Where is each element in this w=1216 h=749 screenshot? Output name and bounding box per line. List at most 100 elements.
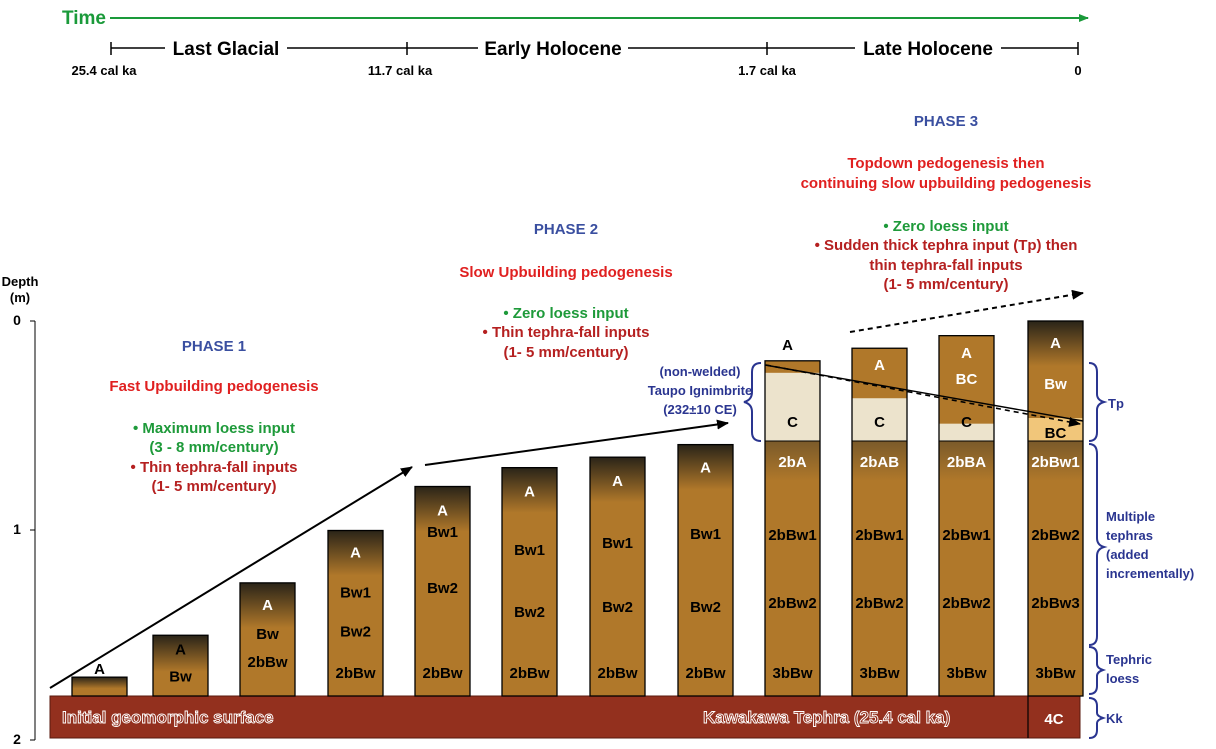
- horizon-label: Bw2: [340, 624, 371, 641]
- horizon-label: 2bBw2: [942, 595, 990, 612]
- horizon-label: A: [94, 661, 105, 678]
- tick-1-7: 1.7 cal ka: [738, 63, 797, 78]
- column-a-horizon-shade: [502, 467, 557, 513]
- tp-bracket: [1088, 362, 1108, 442]
- horizon-label: 2bBw1: [942, 527, 990, 544]
- kawakawa-label: Kawakawa Tephra (25.4 cal ka): [703, 708, 950, 727]
- horizon-label: Bw2: [514, 604, 545, 621]
- soil-column-1: A: [71, 661, 128, 697]
- a-horizon-shade: [1028, 321, 1083, 366]
- svg-text:Taupo Ignimbrite: Taupo Ignimbrite: [648, 383, 752, 398]
- phase3-arrow: [849, 289, 1084, 333]
- phase3-subtitle-1: Topdown pedogenesis then: [847, 155, 1044, 172]
- phase2-bullet-3: (1- 5 mm/century): [503, 344, 628, 361]
- horizon-label: 2bBw: [422, 665, 462, 682]
- tick-0: 0: [1074, 63, 1081, 78]
- horizon-label: 3bBw: [859, 665, 899, 682]
- horizon-label: 2bBw2: [855, 595, 903, 612]
- phase3-bullet-2: • Sudden thick tephra input (Tp) then: [815, 237, 1078, 254]
- column-outline: [152, 634, 209, 697]
- kk-bracket: [1088, 697, 1107, 739]
- a-bc-horizon: [939, 335, 994, 424]
- horizon-label: 2bBw: [247, 654, 287, 671]
- buried-a-shade: [1028, 441, 1083, 481]
- horizon-label: A: [961, 345, 972, 362]
- column-outline: [1027, 320, 1084, 697]
- phase3-bullet-1: • Zero loess input: [883, 218, 1008, 235]
- horizon-label: Bw: [169, 668, 192, 685]
- buried-a-shade: [765, 441, 820, 481]
- taupo-bracket: [743, 362, 762, 442]
- svg-text:tephras: tephras: [1106, 528, 1153, 543]
- horizon-label: Bw2: [690, 599, 721, 616]
- horizon-label: BC: [1045, 425, 1067, 442]
- horizon-label: C: [961, 414, 972, 431]
- a-horizon: [852, 348, 907, 399]
- a-horizon: [765, 360, 820, 373]
- horizon-label: 2bBw: [597, 665, 637, 682]
- horizon-label: C: [874, 414, 885, 431]
- soil-column-2: A Bw: [152, 634, 209, 697]
- column-a-horizon-shade: [328, 530, 383, 576]
- phase3-bullet-4: (1- 5 mm/century): [883, 276, 1008, 293]
- phase1-bullet-1: • Maximum loess input: [133, 420, 295, 437]
- depth-axis: Depth (m) 0 1 2: [2, 274, 39, 747]
- buried-soil: [1028, 441, 1083, 696]
- tephric-bracket: [1088, 646, 1107, 695]
- tp-diagonal-line: [764, 364, 1084, 422]
- buried-soil: [852, 441, 907, 696]
- phase1-bullet-4: (1- 5 mm/century): [151, 478, 276, 495]
- horizon-label: Bw: [256, 626, 279, 643]
- column-outline: [501, 466, 558, 697]
- horizon-label: A: [700, 460, 711, 477]
- kk-label: Kk: [1106, 711, 1123, 726]
- horizon-label: 2bBw: [509, 665, 549, 682]
- column-a-horizon-shade: [153, 635, 208, 672]
- phase2-bullet-2: • Thin tephra-fall inputs: [483, 324, 650, 341]
- horizon-label: A: [874, 357, 885, 374]
- horizon-label: Bw1: [690, 526, 721, 543]
- buried-a-shade: [939, 441, 994, 481]
- horizon-label: 3bBw: [772, 665, 812, 682]
- phase3-subtitle-2: continuing slow upbuilding pedogenesis: [801, 175, 1092, 192]
- phase2-title: PHASE 2: [534, 221, 598, 238]
- horizon-label: 2bBw1: [1031, 454, 1079, 471]
- soil-columns: AABwABw2bBwABw1Bw22bBwABw1Bw22bBwABw1Bw2…: [71, 320, 1084, 697]
- phase1-bullet-3: • Thin tephra-fall inputs: [131, 459, 298, 476]
- right-brackets: Tp Multiple tephras (added incrementally…: [1088, 362, 1194, 739]
- svg-text:incrementally): incrementally): [1106, 566, 1194, 581]
- timeline: Time Last Glacial Early Holocene Late Ho…: [62, 8, 1089, 78]
- phase2-subtitle: Slow Upbuilding pedogenesis: [459, 264, 672, 281]
- horizon-label: Bw2: [427, 580, 458, 597]
- phase1-text: PHASE 1 Fast Upbuilding pedogenesis • Ma…: [109, 338, 318, 495]
- horizon-label: 3bBw: [1035, 665, 1075, 682]
- horizon-label: C: [787, 414, 798, 431]
- depth-unit: (m): [10, 290, 30, 305]
- buried-soil: [765, 441, 820, 696]
- column-a-horizon-shade: [590, 457, 645, 503]
- column-outline: [327, 529, 384, 697]
- horizon-label: 2bBw3: [1031, 595, 1079, 612]
- multiple-bracket: [1088, 443, 1108, 646]
- svg-text:(added: (added: [1106, 547, 1149, 562]
- depth-tick-0: 0: [13, 312, 21, 328]
- horizon-label: A: [175, 641, 186, 658]
- column-a-horizon-shade: [240, 582, 295, 628]
- horizon-label: 2bBw1: [855, 527, 903, 544]
- horizon-label: A: [524, 484, 535, 501]
- base-layer: Initial geomorphic surface Kawakawa Teph…: [49, 695, 1081, 739]
- base-4c-label: 4C: [1044, 711, 1063, 728]
- horizon-label: Bw1: [427, 524, 458, 541]
- horizon-label: 3bBw: [946, 665, 986, 682]
- period-last-glacial: Last Glacial: [173, 39, 280, 60]
- svg-text:Multiple: Multiple: [1106, 509, 1155, 524]
- svg-text:Tephric: Tephric: [1106, 652, 1152, 667]
- svg-text:(non-welded): (non-welded): [660, 364, 741, 379]
